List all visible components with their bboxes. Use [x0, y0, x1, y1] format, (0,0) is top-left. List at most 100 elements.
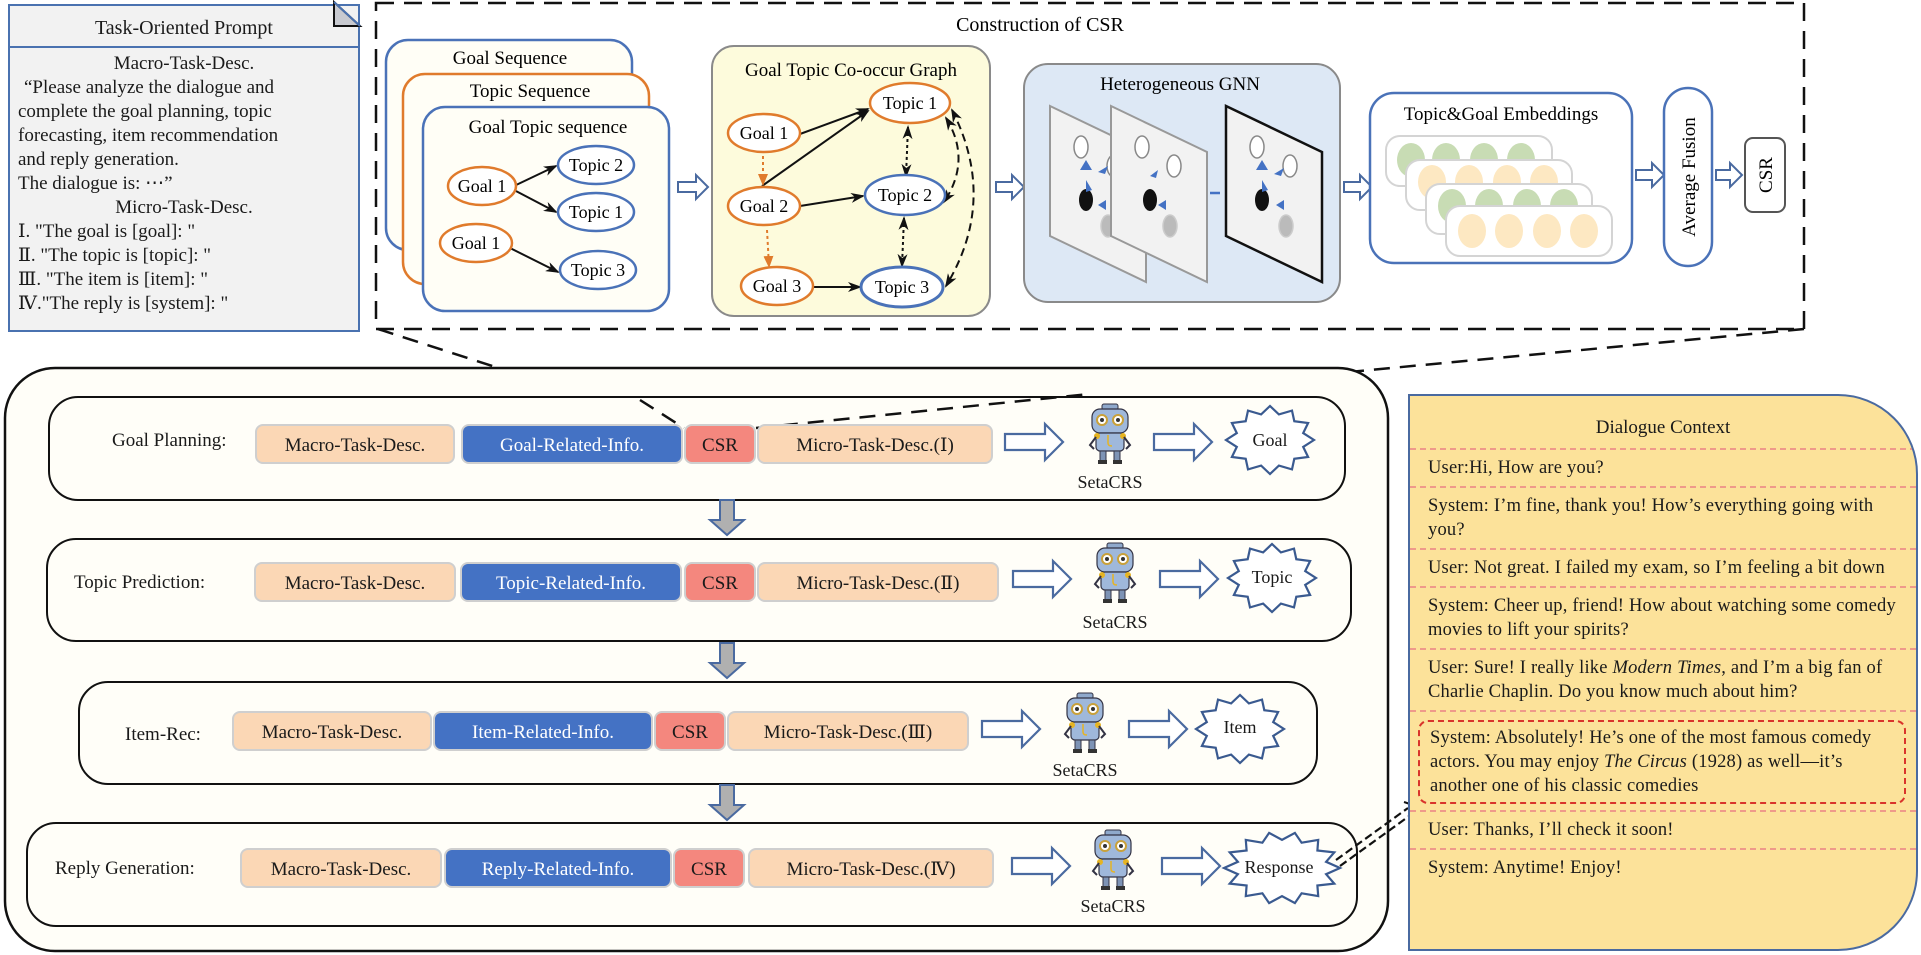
csr-chip[interactable]: CSR: [684, 562, 756, 602]
goal-topic-sequence-title: Goal Topic sequence: [469, 117, 628, 138]
csr-chip[interactable]: CSR: [684, 424, 756, 464]
flow-arrow-icon: [995, 172, 1026, 202]
flow-arrow-icon: [1160, 845, 1222, 887]
agent-label: SetaCRS: [1077, 472, 1143, 492]
macro-task-chip[interactable]: Macro-Task-Desc.: [254, 562, 456, 602]
agent-label: SetaCRS: [1080, 896, 1146, 916]
reply-related-info-chip[interactable]: Reply-Related-Info.: [444, 848, 672, 888]
graph-node-label: Goal 2: [740, 196, 789, 216]
seq-node-topic: [556, 144, 636, 186]
turn-text: , and I’m a big fan of Charlie Chaplin. …: [1428, 658, 1883, 702]
flow-arrow-icon: [1011, 558, 1073, 600]
turn-text: User: Sure! I really like: [1428, 658, 1613, 678]
roman-numeral: Ⅳ.: [18, 293, 42, 314]
macro-task-chip[interactable]: Macro-Task-Desc.: [232, 711, 432, 751]
dialogue-title: Dialogue Context: [1595, 417, 1731, 438]
csr-chip[interactable]: CSR: [673, 848, 745, 888]
graph-title: Goal Topic Co-occur Graph: [745, 60, 958, 81]
down-arrow-icon: [707, 784, 747, 822]
turn-text: System: Cheer up, friend! How about watc…: [1428, 596, 1896, 640]
macro-task-line: “Please analyze the dialogue and: [24, 77, 275, 98]
flow-arrow-icon: [1152, 421, 1214, 463]
roman-numeral: Ⅲ.: [18, 269, 42, 290]
row-label: Item-Rec:: [125, 724, 201, 745]
dialogue-turn: System: Anytime! Enjoy!: [1410, 848, 1916, 886]
goal-related-info-chip[interactable]: Goal-Related-Info.: [461, 424, 683, 464]
flow-arrow-icon: [1010, 845, 1072, 887]
output-burst-icon: [1225, 542, 1319, 614]
micro-task-text: "The reply is [system]: ": [41, 293, 229, 314]
seq-node-label: Goal 1: [452, 233, 501, 253]
robot-agent-icon: [1063, 692, 1107, 753]
output-burst-icon: [1223, 404, 1317, 476]
average-fusion-label: Average Fusion: [1679, 117, 1700, 237]
seq-node-label: Topic 2: [569, 155, 623, 175]
macro-task-line: forecasting, item recommendation: [18, 125, 279, 146]
dialogue-turn-highlighted: System: Absolutely! He’s one of the most…: [1410, 710, 1916, 810]
micro-task-chip[interactable]: Micro-Task-Desc.(Ⅰ): [757, 424, 993, 464]
csr-output-block: [1744, 137, 1786, 213]
macro-task-line: complete the goal planning, topic: [18, 101, 272, 122]
topic-goal-embeddings: Topic&Goal Embeddings: [1368, 91, 1634, 265]
output-topic-label: Topic: [1251, 567, 1293, 587]
item-related-info-chip[interactable]: Item-Related-Info.: [433, 711, 653, 751]
csr-chip[interactable]: CSR: [654, 711, 726, 751]
flow-arrow-icon: [1343, 172, 1374, 202]
micro-task-chip[interactable]: Micro-Task-Desc.(Ⅱ): [757, 562, 999, 602]
graph-node-goal: [726, 112, 802, 154]
task-oriented-prompt-panel: Task-Oriented Prompt Macro-Task-Desc. “P…: [8, 4, 360, 332]
seq-node-goal: [438, 222, 514, 264]
goal-sequence-title: Goal Sequence: [453, 48, 567, 69]
movie-title: Modern Times: [1612, 658, 1722, 678]
csr-construction-frame: [374, 1, 1806, 331]
dialogue-turn: User:Hi, How are you?: [1410, 448, 1916, 486]
turn-text: User: Not great. I failed my exam, so I’…: [1428, 558, 1885, 578]
seq-node-topic: [556, 191, 636, 233]
macro-task-heading: Macro-Task-Desc.: [113, 53, 255, 74]
graph-node-label: Goal 1: [740, 123, 789, 143]
robot-agent-icon: [1088, 403, 1132, 464]
micro-task-text: "The goal is [goal]: ": [30, 221, 196, 242]
flow-arrow-icon: [1127, 708, 1189, 750]
micro-task-text: "The item is [item]: ": [41, 269, 209, 290]
highlight-box: System: Absolutely! He’s one of the most…: [1418, 720, 1906, 804]
turn-text: System: I’m fine, thank you! How’s every…: [1428, 496, 1874, 540]
row-label: Topic Prediction:: [74, 572, 206, 593]
dialogue-turn: User: Sure! I really like Modern Times, …: [1410, 648, 1916, 710]
flow-arrow-icon: [980, 708, 1042, 750]
turn-text: System: Absolutely! He’s one of the most…: [1430, 728, 1872, 772]
gnn-layer: [1224, 104, 1324, 284]
turn-text: (1928) as well—it’s another one of his c…: [1430, 752, 1843, 796]
micro-task-item: Ⅱ. "The topic is [topic]: ": [18, 244, 350, 268]
pipeline-container: [3, 366, 1390, 953]
embeddings-title: Topic&Goal Embeddings: [1404, 104, 1598, 125]
output-goal-label: Goal: [1252, 430, 1288, 450]
output-burst-icon: [1193, 693, 1287, 765]
graph-node-label: Topic 3: [875, 277, 929, 297]
row-label: Reply Generation:: [55, 858, 195, 879]
sequence-stack: Goal Sequence Topic Sequence Goal Topic …: [384, 38, 671, 313]
flow-arrow-icon: [677, 172, 710, 202]
agent-label: SetaCRS: [1082, 612, 1148, 632]
graph-node-goal: [739, 265, 815, 307]
row-label: Goal Planning:: [112, 430, 227, 451]
macro-task-chip[interactable]: Macro-Task-Desc.: [255, 424, 455, 464]
dialogue-turn: System: I’m fine, thank you! How’s every…: [1410, 486, 1916, 548]
micro-task-chip[interactable]: Micro-Task-Desc.(Ⅲ): [727, 711, 969, 751]
output-item-label: Item: [1223, 717, 1257, 737]
micro-task-chip[interactable]: Micro-Task-Desc.(Ⅳ): [748, 848, 994, 888]
topic-related-info-chip[interactable]: Topic-Related-Info.: [460, 562, 682, 602]
flow-arrow-icon: [1003, 421, 1065, 463]
down-arrow-icon: [707, 499, 747, 537]
robot-agent-icon: [1091, 829, 1135, 890]
seq-node-topic: [558, 249, 638, 291]
csr-construction-title: Construction of CSR: [956, 14, 1124, 36]
micro-task-text: "The topic is [topic]: ": [35, 245, 212, 266]
graph-node-label: Topic 1: [883, 93, 937, 113]
graph-node-label: Goal 3: [753, 276, 802, 296]
average-fusion-block: [1662, 86, 1714, 268]
macro-task-chip[interactable]: Macro-Task-Desc.: [240, 848, 442, 888]
seq-node-label: Topic 1: [569, 202, 623, 222]
